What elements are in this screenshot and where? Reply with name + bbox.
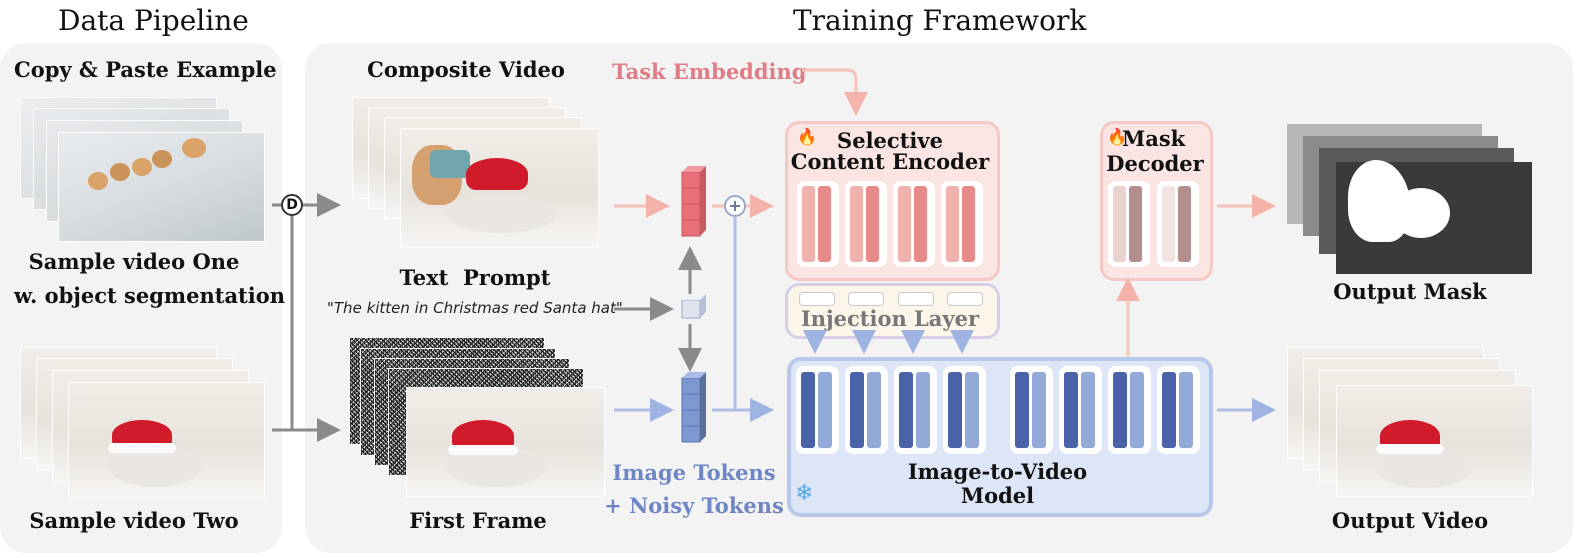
sample-video-two-label: Sample video Two xyxy=(29,508,239,533)
sample-video-one-label-line2: w. object segmentation xyxy=(14,283,286,308)
mask-decoder-title-line1: Mask xyxy=(1122,126,1186,151)
copy-paste-example-label: Copy & Paste Example xyxy=(14,57,277,82)
text-token-cube xyxy=(681,294,706,319)
selective-encoder-title-line1: Selective xyxy=(837,128,943,153)
encoder-fire-icon: 🔥 xyxy=(797,127,817,146)
image-tokens-label: Image Tokens xyxy=(612,460,776,485)
output-video-label: Output Video xyxy=(1331,508,1489,533)
composite-video-label: Composite Video xyxy=(367,57,565,82)
composite-token-stack xyxy=(681,166,706,237)
text-prompt-label: Text Prompt xyxy=(399,265,551,290)
plus-operator-icon xyxy=(724,195,746,217)
training-framework-heading: Training Framework xyxy=(793,4,1087,37)
snowflake-icon: ❄ xyxy=(795,481,814,506)
selective-encoder-title-line2: Content Encoder xyxy=(790,149,990,174)
image-token-stack xyxy=(681,372,706,443)
mask-decoder-title-line2: Decoder xyxy=(1106,151,1204,176)
i2v-title-line2: Model xyxy=(960,483,1035,508)
task-embedding-label: Task Embedding xyxy=(612,59,807,84)
injection-layer-label: Injection Layer xyxy=(800,306,980,331)
text-prompt-value: "The kitten in Christmas red Santa hat" xyxy=(327,299,623,317)
decoder-fire-icon: 🔥 xyxy=(1107,127,1127,146)
i2v-title-line1: Image-to-Video xyxy=(907,459,1088,484)
noisy-tokens-label: + Noisy Tokens xyxy=(604,493,784,518)
pipeline-connector xyxy=(272,193,341,442)
sample-video-one-label-line1: Sample video One xyxy=(28,249,240,274)
first-frame-label: First Frame xyxy=(409,508,547,533)
junction-d-icon xyxy=(281,194,303,216)
junction-d-label: D xyxy=(286,197,298,213)
data-pipeline-heading: Data Pipeline xyxy=(58,4,249,37)
output-mask-label: Output Mask xyxy=(1333,279,1487,304)
